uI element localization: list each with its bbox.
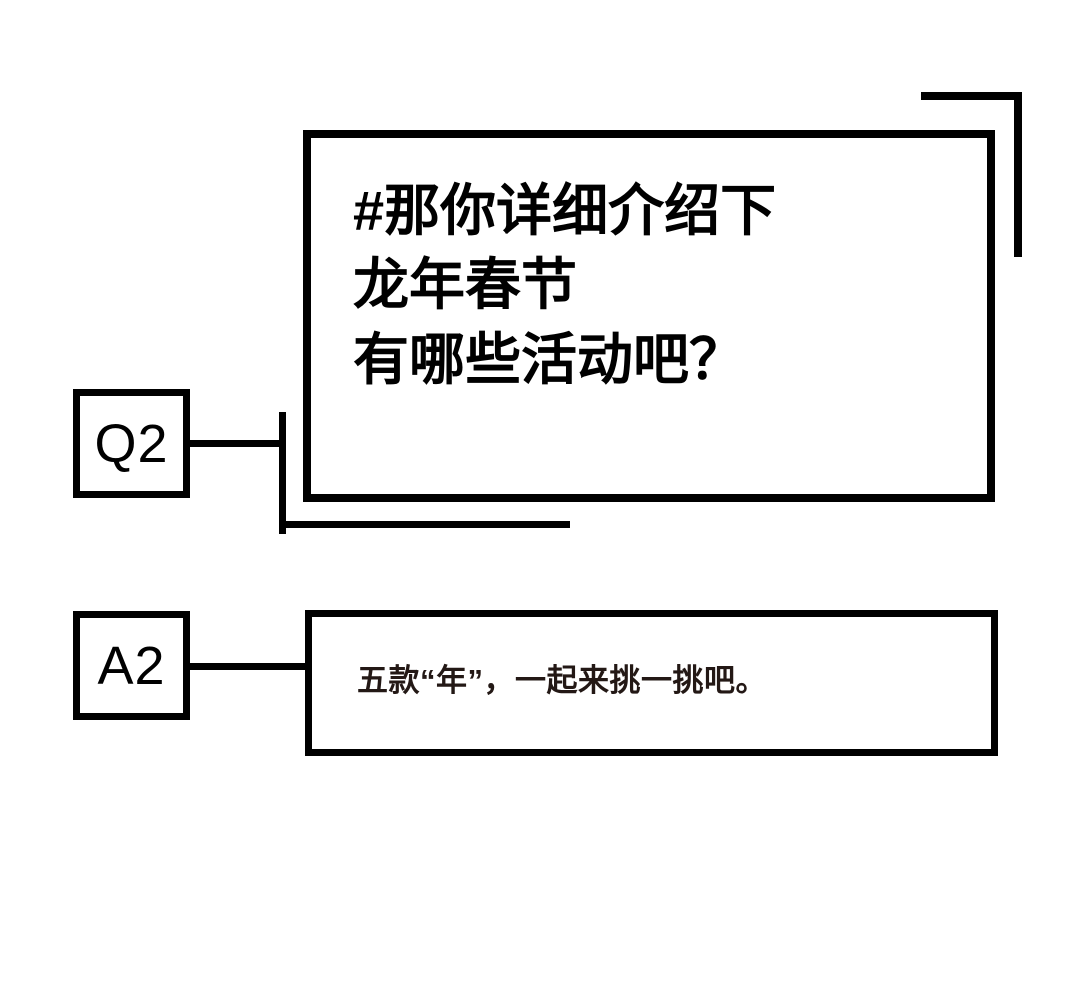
answer-text: 五款“年”，一起来挑一挑吧。	[357, 663, 767, 698]
answer-tag-label: A2	[97, 635, 166, 696]
question-line-1: #那你详细介绍下	[353, 179, 777, 242]
question-line-2: 龙年春节	[353, 253, 577, 317]
corner-bracket-vertical-icon	[1014, 92, 1022, 257]
question-text: #那你详细介绍下 龙年春节 有哪些活动吧？	[353, 174, 973, 397]
question-bracket-vertical-icon	[279, 412, 286, 534]
question-connector-line	[188, 440, 286, 447]
answer-connector-line	[188, 663, 308, 670]
question-line-3: 有哪些活动吧？	[353, 327, 745, 391]
question-bracket-horizontal-icon	[279, 521, 570, 528]
answer-tag-badge: A2	[73, 611, 190, 720]
answer-box: 五款“年”，一起来挑一挑吧。	[305, 610, 998, 756]
question-box: #那你详细介绍下 龙年春节 有哪些活动吧？	[303, 130, 995, 502]
question-tag-label: Q2	[94, 413, 169, 474]
question-tag-badge: Q2	[73, 389, 190, 498]
corner-bracket-horizontal-icon	[921, 92, 1022, 100]
